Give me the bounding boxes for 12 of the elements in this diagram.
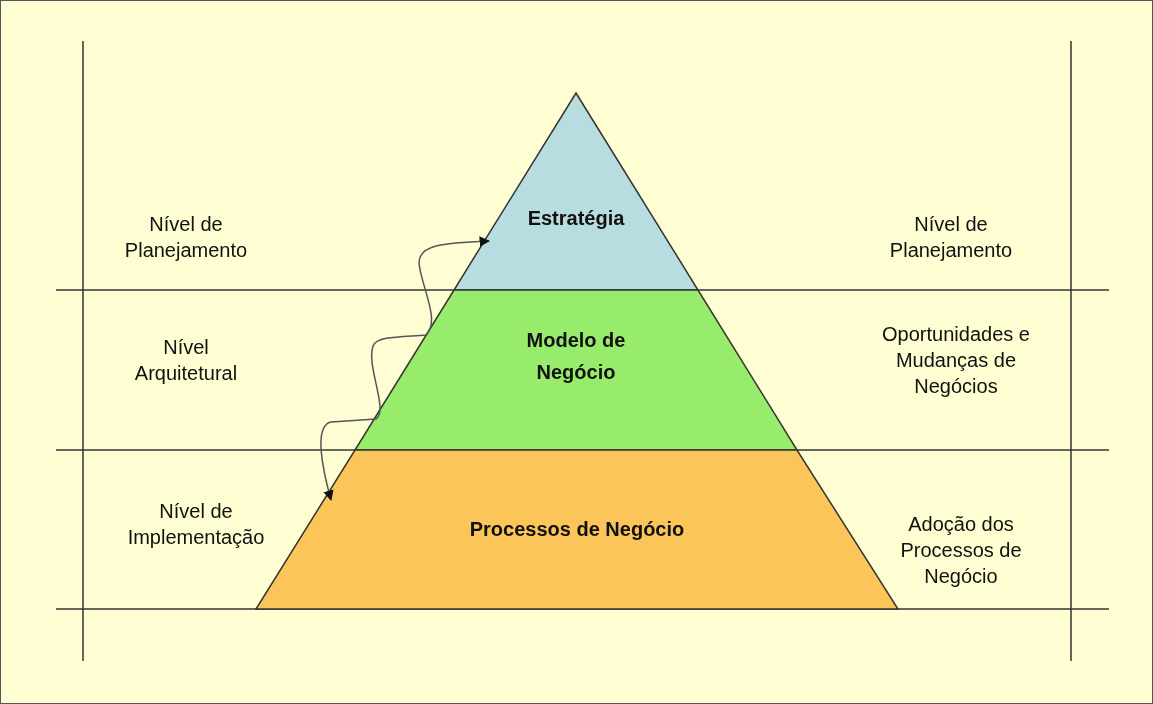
level-caption: Nível Arquitetural [133, 335, 239, 386]
level-caption: Adoção dos Processos de Negócio [899, 512, 1023, 589]
pyramid-top-triangle [454, 93, 698, 290]
level-label: Processos de Negócio [468, 517, 686, 542]
pyramid-middle-band [355, 290, 797, 450]
level-caption: Oportunidades e Mudanças de Negócios [881, 322, 1031, 399]
level-caption: Nível de Planejamento [123, 212, 249, 263]
level-caption: Nível de Implementação [126, 499, 266, 550]
level-caption: Nível de Planejamento [888, 212, 1014, 263]
level-label: Modelo de Negócio [525, 328, 627, 385]
wavy-arrow [320, 236, 491, 501]
level-label: Estratégia [526, 206, 626, 231]
